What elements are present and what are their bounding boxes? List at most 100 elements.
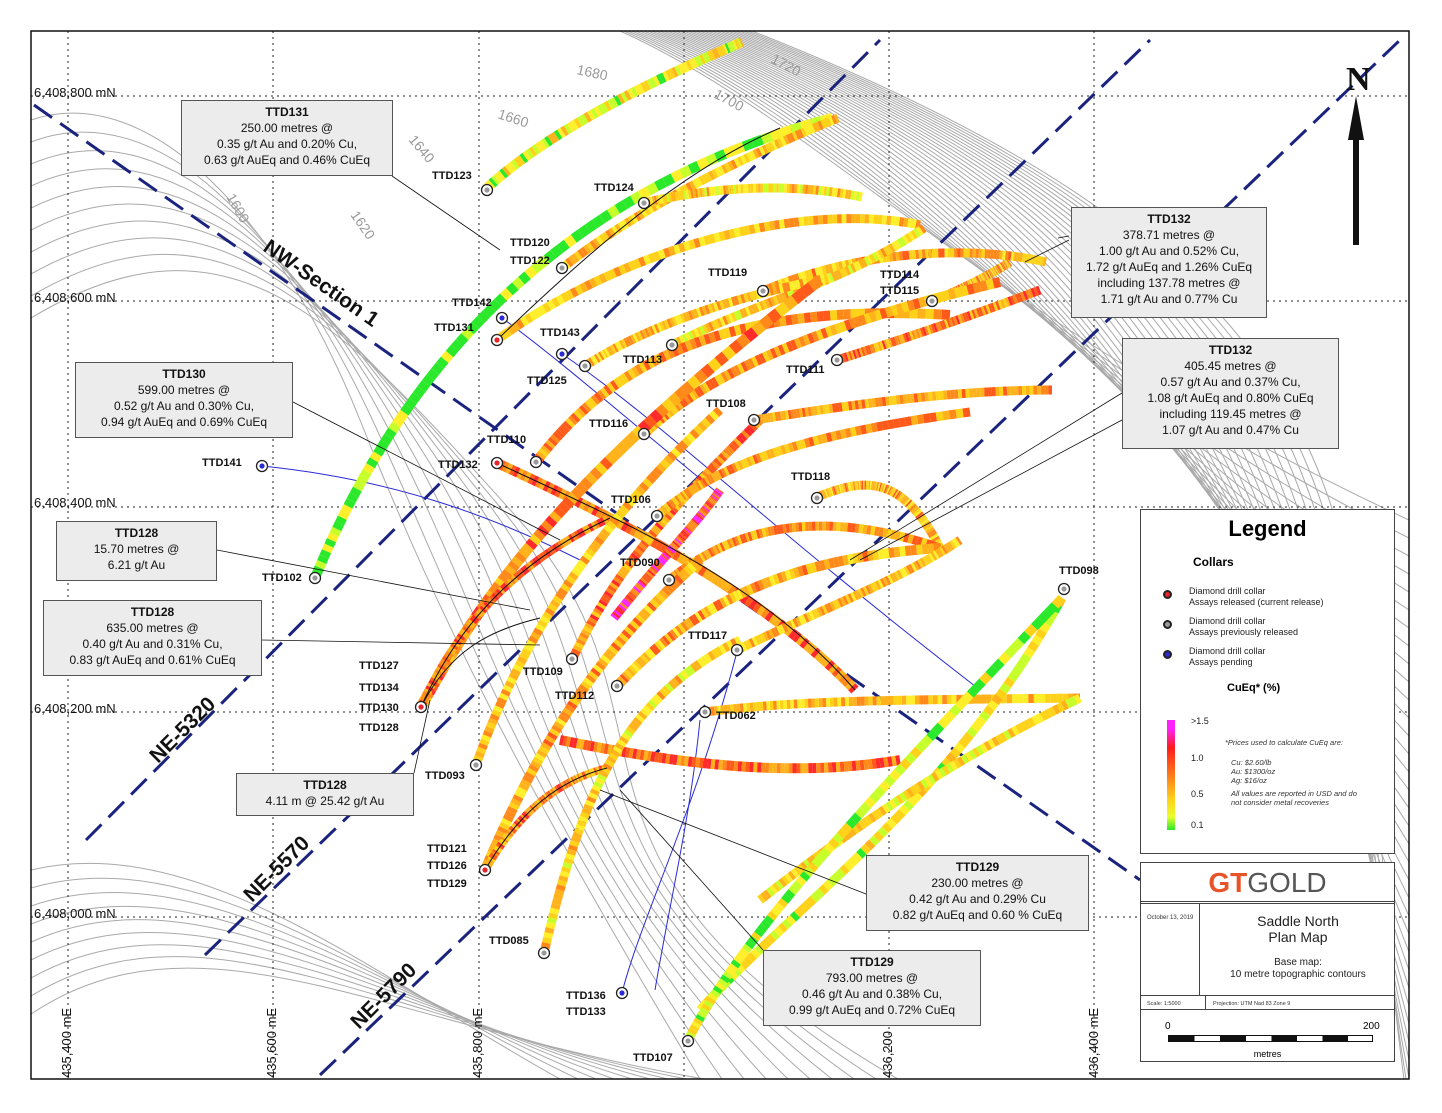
grade-interval: [979, 710, 991, 722]
callout-ttd129-a: TTD129 230.00 metres @ 0.42 g/t Au and 0…: [866, 855, 1089, 931]
grade-interval: [770, 929, 781, 941]
grade-interval: [862, 586, 870, 596]
grade-interval: [623, 337, 630, 347]
grade-interval: [688, 239, 696, 250]
grade-interval: [956, 756, 966, 767]
grade-interval: [600, 596, 610, 604]
grade-interval: [759, 632, 767, 643]
gt-gold-logo: GTGOLD: [1141, 865, 1394, 902]
grade-interval: [680, 669, 690, 680]
grade-interval: [711, 460, 720, 470]
grade-interval: [542, 302, 552, 313]
grade-interval: [808, 275, 824, 291]
grade-interval: [496, 170, 506, 181]
grade-interval: [851, 824, 860, 834]
grade-interval: [650, 355, 659, 367]
grade-interval: [560, 292, 570, 303]
drill-collar-icon: [1057, 582, 1071, 596]
grade-interval: [1042, 615, 1055, 627]
grade-interval: [574, 284, 584, 296]
legend-item-line1: Diamond drill collar: [1189, 646, 1266, 656]
grade-interval: [549, 510, 562, 523]
grade-interval: [916, 780, 926, 791]
grade-interval: [500, 287, 513, 301]
grade-interval: [666, 347, 676, 359]
grade-interval: [707, 357, 722, 372]
grade-interval: [577, 224, 591, 238]
grade-interval: [605, 587, 616, 596]
drill-trace: [480, 556, 704, 872]
grade-interval: [884, 306, 894, 318]
grade-interval: [661, 320, 668, 330]
grade-interval: [542, 738, 554, 748]
grade-interval: [910, 229, 919, 240]
grade-interval: [581, 402, 592, 413]
grade-interval: [883, 756, 889, 768]
grade-interval: [508, 802, 520, 811]
grade-interval: [755, 453, 763, 463]
drill-trace: [613, 543, 941, 690]
grade-interval: [504, 564, 517, 576]
drill-label: TTD107: [633, 1052, 673, 1064]
grade-interval: [615, 441, 629, 455]
grade-interval: [634, 547, 644, 556]
grade-interval: [547, 731, 558, 741]
grade-interval: [638, 579, 648, 587]
grade-interval: [687, 161, 701, 175]
grade-interval: [553, 129, 563, 141]
grade-interval: [562, 420, 573, 431]
grade-interval: [885, 485, 891, 495]
grade-interval: [706, 499, 715, 507]
grade-interval: [921, 556, 929, 566]
grade-interval: [400, 403, 413, 416]
grade-interval: [972, 747, 981, 758]
grade-interval: [574, 563, 585, 573]
grade-interval: [608, 345, 615, 355]
grade-interval: [540, 615, 551, 625]
grade-interval: [995, 688, 1007, 700]
grade-interval: [831, 262, 837, 273]
grade-interval: [626, 667, 636, 677]
grade-interval: [858, 819, 867, 830]
basemap-line2: 10 metre topographic contours: [1230, 969, 1366, 980]
callout-line: 0.35 g/t Au and 0.20% Cu,: [216, 137, 358, 151]
grade-interval: [864, 815, 874, 825]
grade-interval: [971, 309, 977, 319]
grade-interval: [867, 583, 875, 594]
grade-interval: [847, 856, 859, 867]
grade-interval: [737, 363, 745, 374]
grade-interval: [542, 936, 552, 944]
grade-interval: [693, 56, 701, 67]
grade-interval: [546, 917, 557, 925]
grade-interval: [688, 180, 697, 191]
grade-interval: [674, 674, 683, 685]
grade-interval: [770, 526, 775, 536]
grade-interval: [671, 345, 680, 357]
grade-interval: [709, 495, 718, 502]
grade-interval: [537, 304, 547, 316]
grade-interval: [693, 237, 701, 249]
grade-interval: [714, 489, 723, 496]
grade-interval: [518, 782, 530, 792]
grade-interval: [656, 639, 666, 650]
grade-interval: [678, 242, 686, 253]
grade-interval: [730, 366, 739, 378]
drill-trace: [483, 37, 744, 192]
callout-line: 1.72 g/t AuEq and 1.26% CuEq: [1085, 260, 1253, 274]
grade-interval: [494, 293, 507, 307]
grade-interval: [528, 310, 538, 321]
grade-interval: [646, 647, 656, 658]
grade-interval: [599, 209, 613, 223]
grade-interval: [1007, 671, 1020, 683]
grade-interval: [671, 66, 679, 78]
grade-interval: [739, 947, 750, 957]
grade-interval: [724, 298, 731, 308]
grade-interval: [843, 319, 852, 331]
grade-interval: [605, 648, 616, 658]
grade-interval: [538, 447, 549, 457]
drill-collar-icon: [478, 863, 492, 877]
grade-interval: [586, 619, 596, 628]
grade-interval: [903, 800, 914, 811]
grade-interval: [647, 569, 656, 577]
drill-label: TTD142: [452, 297, 492, 309]
